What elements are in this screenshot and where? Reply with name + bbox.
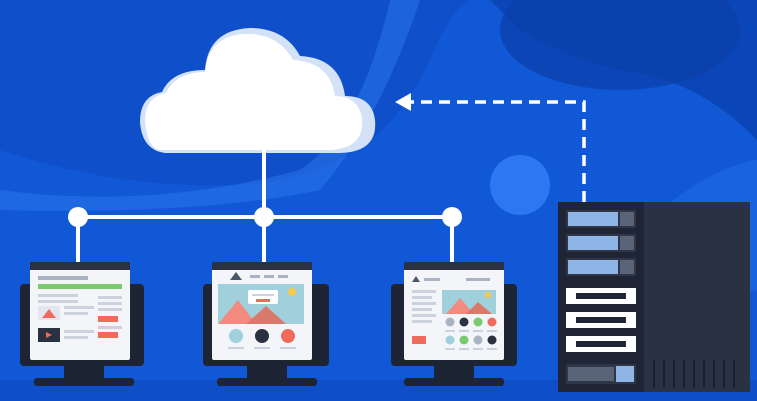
monitor-base (217, 378, 317, 386)
monitor-gallery (203, 262, 329, 386)
dashed-arrow-icon (395, 93, 586, 202)
monitor-store (391, 262, 517, 386)
server-drive-bays (566, 210, 636, 384)
monitor-dashboard (20, 262, 144, 386)
store-product-grid (445, 317, 497, 350)
network-node-icon (254, 207, 274, 227)
server-side (642, 202, 750, 392)
background-dot (490, 155, 550, 215)
network-node-icon (442, 207, 462, 227)
monitor-base (404, 378, 504, 386)
background-blob-dark (500, 0, 740, 90)
server-rack-icon (558, 202, 750, 392)
monitor-base (34, 378, 134, 386)
network-node-icon (68, 207, 88, 227)
cloud-icon (140, 28, 376, 153)
